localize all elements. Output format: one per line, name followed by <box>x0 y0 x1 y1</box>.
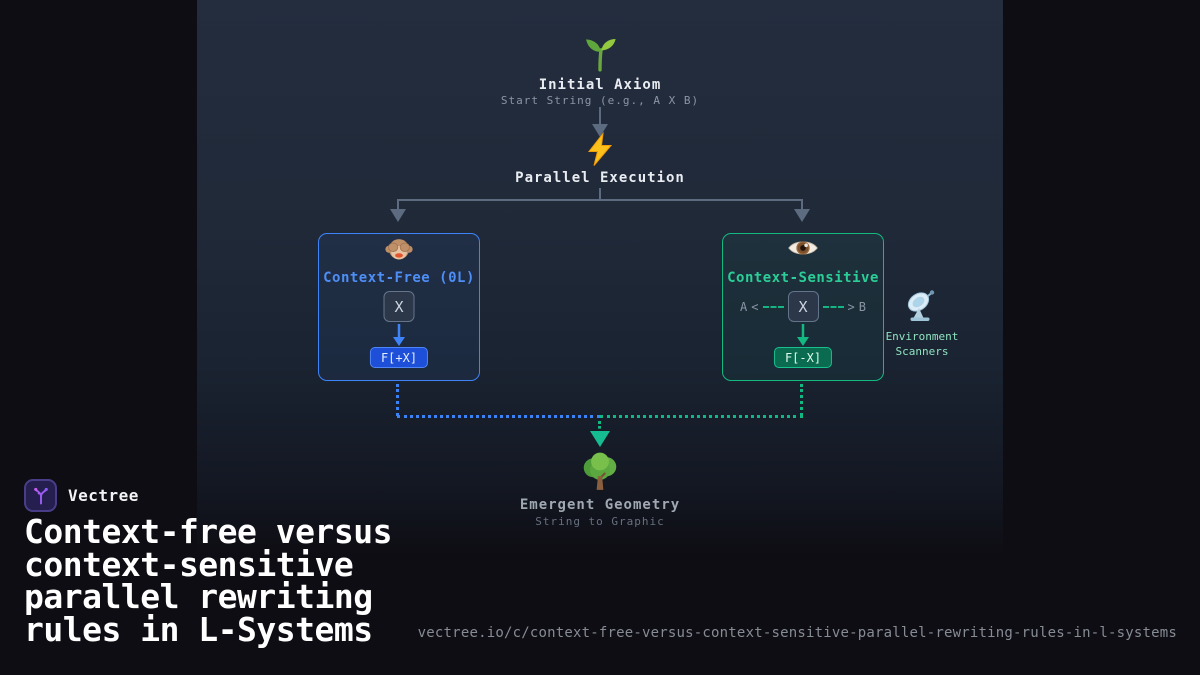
context-free-symbol-node: X <box>383 291 415 322</box>
execution-title: Parallel Execution <box>515 170 685 186</box>
page-title-line: context-sensitive <box>24 544 354 584</box>
satellite-antenna-icon <box>904 287 940 325</box>
right-context-dash <box>822 305 844 308</box>
context-free-output-connector-horizontal <box>397 415 600 418</box>
context-row: A < X > B <box>723 291 883 322</box>
seedling-icon <box>581 35 619 73</box>
branch-stem <box>599 188 601 200</box>
context-free-title: Context-Free (0L) <box>323 270 475 286</box>
card-url: vectree.io/c/context-free-versus-context… <box>417 625 1177 641</box>
branch-left-drop <box>397 200 399 210</box>
emergent-subtitle: String to Graphic <box>535 515 665 528</box>
context-sensitive-output-connector-horizontal <box>600 415 803 418</box>
merge-connector-stub <box>598 421 601 429</box>
branch-bar <box>397 199 803 201</box>
see-no-evil-monkey-icon <box>385 236 413 264</box>
deciduous-tree-icon <box>579 451 621 493</box>
axiom-subtitle: Start String (e.g., A X B) <box>500 94 700 107</box>
merge-arrowhead <box>590 431 610 447</box>
axiom-to-execution-connector <box>599 107 601 125</box>
context-sensitive-box: Context-Sensitive A < X > B F[-X] <box>722 233 884 381</box>
branch-right-drop <box>801 200 803 210</box>
context-free-box: Context-Free (0L) X F[+X] <box>318 233 480 381</box>
context-sensitive-output-connector-vertical <box>800 384 803 416</box>
right-angle: > <box>847 299 855 314</box>
page-title-line: Context-free versus <box>24 512 393 551</box>
left-context-dash <box>762 305 784 308</box>
eye-icon <box>787 236 819 260</box>
branch-right-arrowhead <box>794 209 810 222</box>
context-sensitive-result-node: F[-X] <box>773 347 833 368</box>
left-context-label: A <box>740 299 748 314</box>
context-sensitive-symbol-node: X <box>787 291 819 322</box>
context-free-arrow <box>392 324 406 351</box>
vectree-logo <box>24 479 57 512</box>
right-context-label: B <box>858 299 866 314</box>
left-angle: < <box>751 299 759 314</box>
page-title-line: rules in L-Systems <box>24 609 373 649</box>
environment-label-line2: Scanners <box>895 345 949 358</box>
brand-name: Vectree <box>68 486 139 505</box>
context-free-result-node: F[+X] <box>369 347 429 368</box>
lightning-icon <box>583 132 617 167</box>
context-sensitive-title: Context-Sensitive <box>727 270 879 286</box>
environment-label-line1: Environment <box>885 330 959 343</box>
page-title: Context-free versus context-sensitive pa… <box>24 512 393 649</box>
axiom-to-execution-arrowhead <box>592 124 608 137</box>
emergent-title: Emergent Geometry <box>519 497 681 513</box>
context-sensitive-arrow <box>796 324 810 351</box>
page-title-line: parallel rewriting <box>24 577 373 616</box>
branch-left-arrowhead <box>390 209 406 222</box>
axiom-title: Initial Axiom <box>538 77 662 93</box>
context-free-output-connector-vertical <box>396 384 399 416</box>
